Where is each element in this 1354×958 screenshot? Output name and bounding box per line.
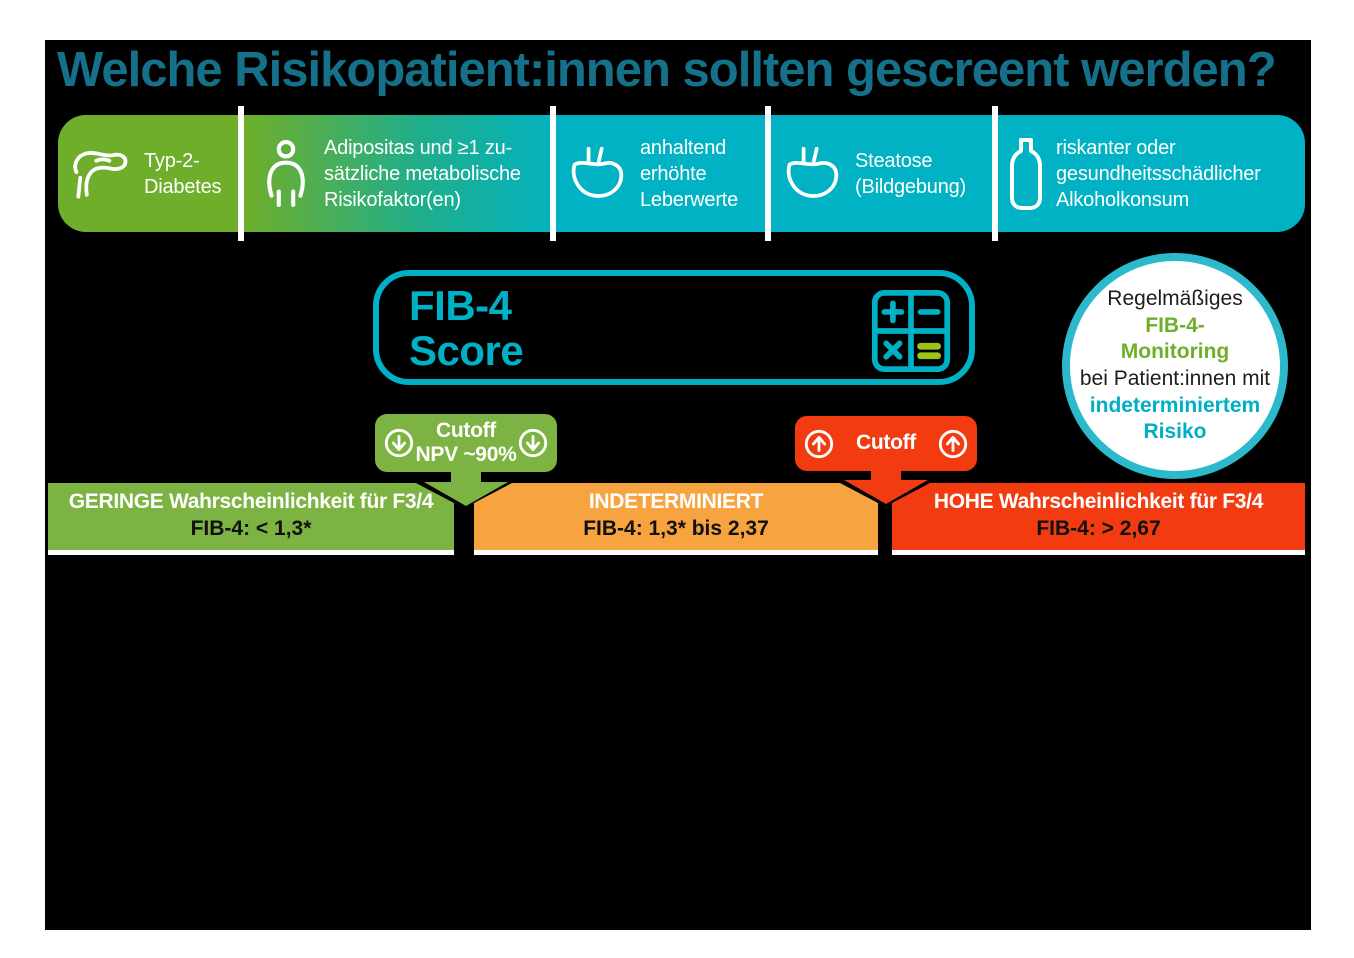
bottle-icon xyxy=(1010,137,1042,210)
arrow-down-circle-icon xyxy=(384,428,414,458)
risk-box-typ-2-diabetes: Typ-2- Diabetes xyxy=(58,115,248,232)
cutoff-low-badge: Cutoff NPV ~90% xyxy=(375,414,557,472)
arrow-tail-high xyxy=(844,468,928,504)
page-title: Welche Risikopatient:innen sollten gescr… xyxy=(57,43,1277,97)
cutoff-high-badge: Cutoff xyxy=(795,416,977,471)
outcome-title: GERINGE Wahrscheinlichkeit für F3/4 xyxy=(68,490,434,513)
arrow-up-circle-icon xyxy=(938,429,968,458)
separator xyxy=(992,106,998,241)
outcome-title: INDETERMINIERT xyxy=(588,490,764,513)
monitoring-circle: Regelmäßiges FIB-4- Monitoring bei Patie… xyxy=(1062,253,1288,479)
outcome-value: FIB-4: 1,3* bis 2,37 xyxy=(583,517,769,540)
circle-line: FIB-4- xyxy=(1145,313,1205,337)
arrow-up-circle-icon xyxy=(804,429,834,458)
outcome-title: HOHE Wahrscheinlichkeit für F3/4 xyxy=(933,490,1264,513)
circle-line: Risiko xyxy=(1143,420,1207,444)
risk-box-label: Steatose (Bildgebung) xyxy=(855,149,967,198)
circle-line: Monitoring xyxy=(1120,340,1230,364)
risk-box-label: Adipositas und ≥1 zu- sätzliche metaboli… xyxy=(324,136,521,211)
outcome-value: FIB-4: < 1,3* xyxy=(190,517,312,540)
risk-box-leberwerte: anhaltend erhöhte Leberwerte xyxy=(556,115,777,232)
circle-line: Regelmäßiges xyxy=(1107,287,1243,311)
risk-box-label: riskanter oder gesundheitsschädlicher Al… xyxy=(1056,136,1261,211)
cutoff-high-label: Cutoff xyxy=(855,431,916,455)
separator xyxy=(765,106,771,241)
calculator-icon xyxy=(871,290,951,372)
fib4-score-label: FIB-4 Score xyxy=(409,282,524,374)
cutoff-low-label: Cutoff NPV ~90% xyxy=(415,418,517,466)
risk-box-adipositas: Adipositas und ≥1 zu- sätzliche metaboli… xyxy=(244,115,568,232)
fib4-score-box: FIB-4 Score xyxy=(373,270,975,385)
arrow-tail-low xyxy=(424,470,508,506)
liver-icon xyxy=(786,146,839,198)
outcome-high-risk-box: HOHE Wahrscheinlichkeit für F3/4 FIB-4: … xyxy=(892,483,1305,555)
risk-box-steatose: Steatose (Bildgebung) xyxy=(771,115,1004,232)
risk-box-label: anhaltend erhöhte Leberwerte xyxy=(640,136,739,211)
separator xyxy=(550,106,556,241)
liver-icon xyxy=(571,146,624,198)
outcome-indeterminate-box: INDETERMINIERT FIB-4: 1,3* bis 2,37 xyxy=(474,483,878,555)
risk-box-label: Typ-2- Diabetes xyxy=(144,149,222,198)
risk-box-alkoholkonsum: riskanter oder gesundheitsschädlicher Al… xyxy=(998,115,1305,232)
arrow-down-circle-icon xyxy=(518,428,548,458)
person-icon xyxy=(267,139,305,207)
outcome-value: FIB-4: > 2,67 xyxy=(1036,517,1161,540)
separator xyxy=(238,106,244,241)
pancreas-icon xyxy=(73,150,128,198)
circle-line: indeterminiertem xyxy=(1089,393,1261,417)
outcome-low-risk-box: GERINGE Wahrscheinlichkeit für F3/4 FIB-… xyxy=(48,483,454,555)
circle-line: bei Patient:innen mit xyxy=(1079,367,1271,390)
